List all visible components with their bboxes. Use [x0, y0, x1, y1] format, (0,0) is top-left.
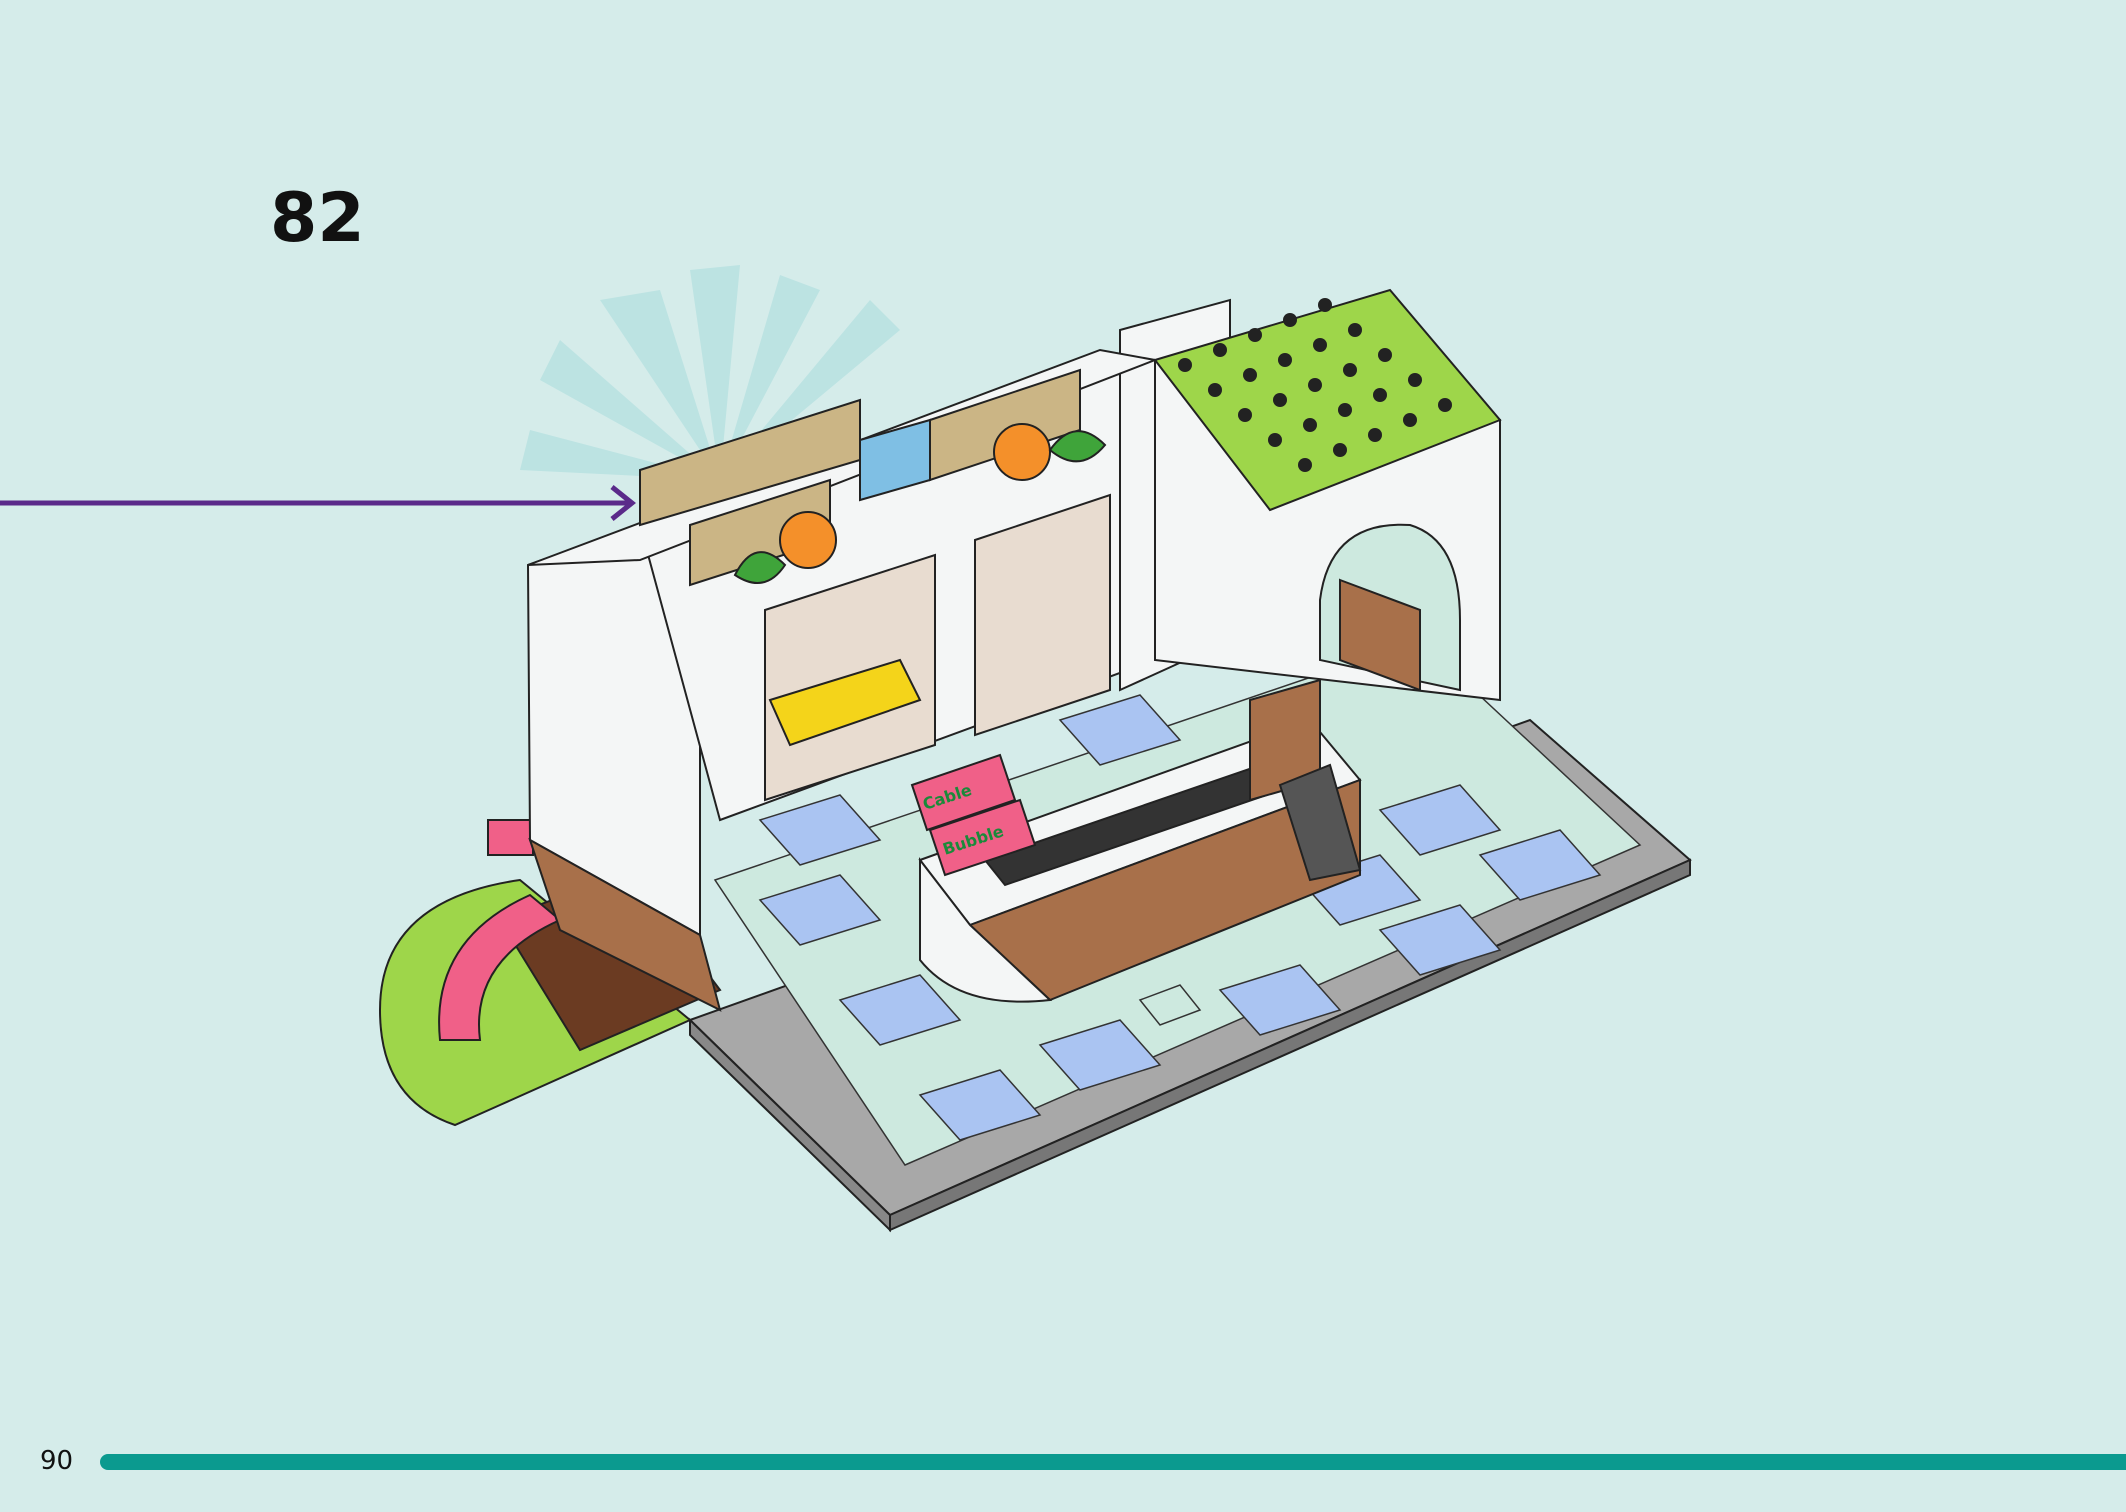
top-brick-row [527, 348, 1159, 587]
lime-studs [1178, 298, 1452, 472]
right-arch-wall [1153, 288, 1502, 702]
indicator-arrow [0, 485, 637, 521]
pink-product-boxes: Cable Bubble [910, 753, 1037, 877]
left-wall [526, 523, 722, 1012]
page-number: 90 [40, 1446, 74, 1476]
step-number: 82 [270, 179, 365, 258]
shop-counter [918, 678, 1362, 1003]
progress-bar [100, 1454, 2126, 1470]
